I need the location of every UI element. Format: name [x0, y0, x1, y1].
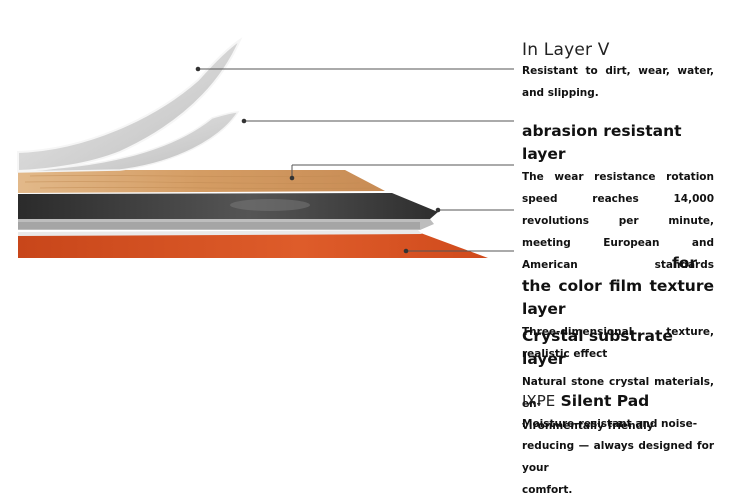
ixpe-pad-layer: [18, 232, 488, 258]
substrate-shadow: [18, 222, 420, 229]
leader-dot-2: [241, 118, 247, 124]
layer-5-title: IXPE Silent Pad: [522, 390, 714, 413]
layer-5-block: IXPE Silent Pad Moisture-resistant and n…: [522, 390, 714, 501]
layer-4-description-line1: Natural stone crystal materials, en-: [522, 376, 714, 410]
leader-dot-3: [289, 175, 295, 181]
leader-dot-4: [435, 207, 441, 213]
layer-5-title-main: Silent Pad: [560, 392, 650, 410]
leader-dots: [195, 66, 441, 254]
layer-2-block: abrasion resistant layer The wear resist…: [522, 120, 714, 365]
ixpe-pad-edge: [18, 230, 422, 236]
layer-3-description: Three-dimensional texture, realistic eff…: [522, 326, 714, 360]
layer-2-description-text: The wear resistance rotation speed reach…: [522, 171, 714, 271]
leader-dot-1: [195, 66, 201, 72]
layer-3-title: for the color film texture layer: [522, 254, 714, 318]
layer-5-description-line2: reducing — always designed for your: [522, 440, 714, 474]
wood-grain: [24, 175, 376, 189]
layer-1-description: Resistant to dirt, wear, water, and slip…: [522, 65, 714, 99]
core-highlight: [230, 199, 310, 211]
layer-5-description-line1: Moisture-resistant and noise-: [522, 418, 698, 430]
layer-diagram: [17, 37, 514, 258]
layer-4-title: Crystal substrate layer: [522, 327, 673, 368]
layer-4-description-line2: vironmentally friendly: [522, 420, 654, 432]
layer-4-block: Crystal substrate layer Natural stone cr…: [522, 325, 714, 437]
layer-1-title: In Layer V: [522, 40, 610, 60]
abrasion-resistant-curl: [17, 111, 240, 173]
crystal-substrate-layer: [18, 193, 438, 219]
layer-2-description: The wear resistance rotation speed reach…: [522, 166, 714, 276]
layer-5-title-prefix: IXPE: [522, 392, 556, 410]
layer-1-block: In Layer V Resistant to dirt, wear, wate…: [522, 40, 714, 104]
leader-dot-5: [403, 248, 409, 254]
layer-5-description-line3: comfort.: [522, 484, 573, 496]
layer-2-title: abrasion resistant layer: [522, 122, 682, 163]
wear-layer-curl: [17, 37, 243, 173]
